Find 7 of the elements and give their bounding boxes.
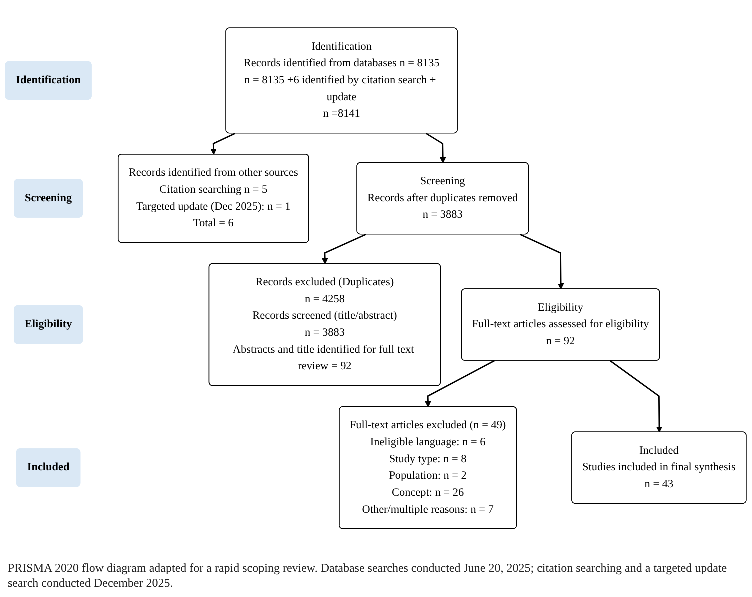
- arrow: [520, 234, 564, 290]
- figure-caption: PRISMA 2020 flow diagram adapted for a rapid scoping review. Database searches conducted June 20, 2025; citation searching and a targeted update search conducted December 2025.: [8, 561, 728, 591]
- arrow: [426, 133, 446, 164]
- arrow: [610, 360, 663, 433]
- arrow: [322, 234, 366, 264]
- arrow: [210, 133, 236, 155]
- arrow: [425, 360, 496, 408]
